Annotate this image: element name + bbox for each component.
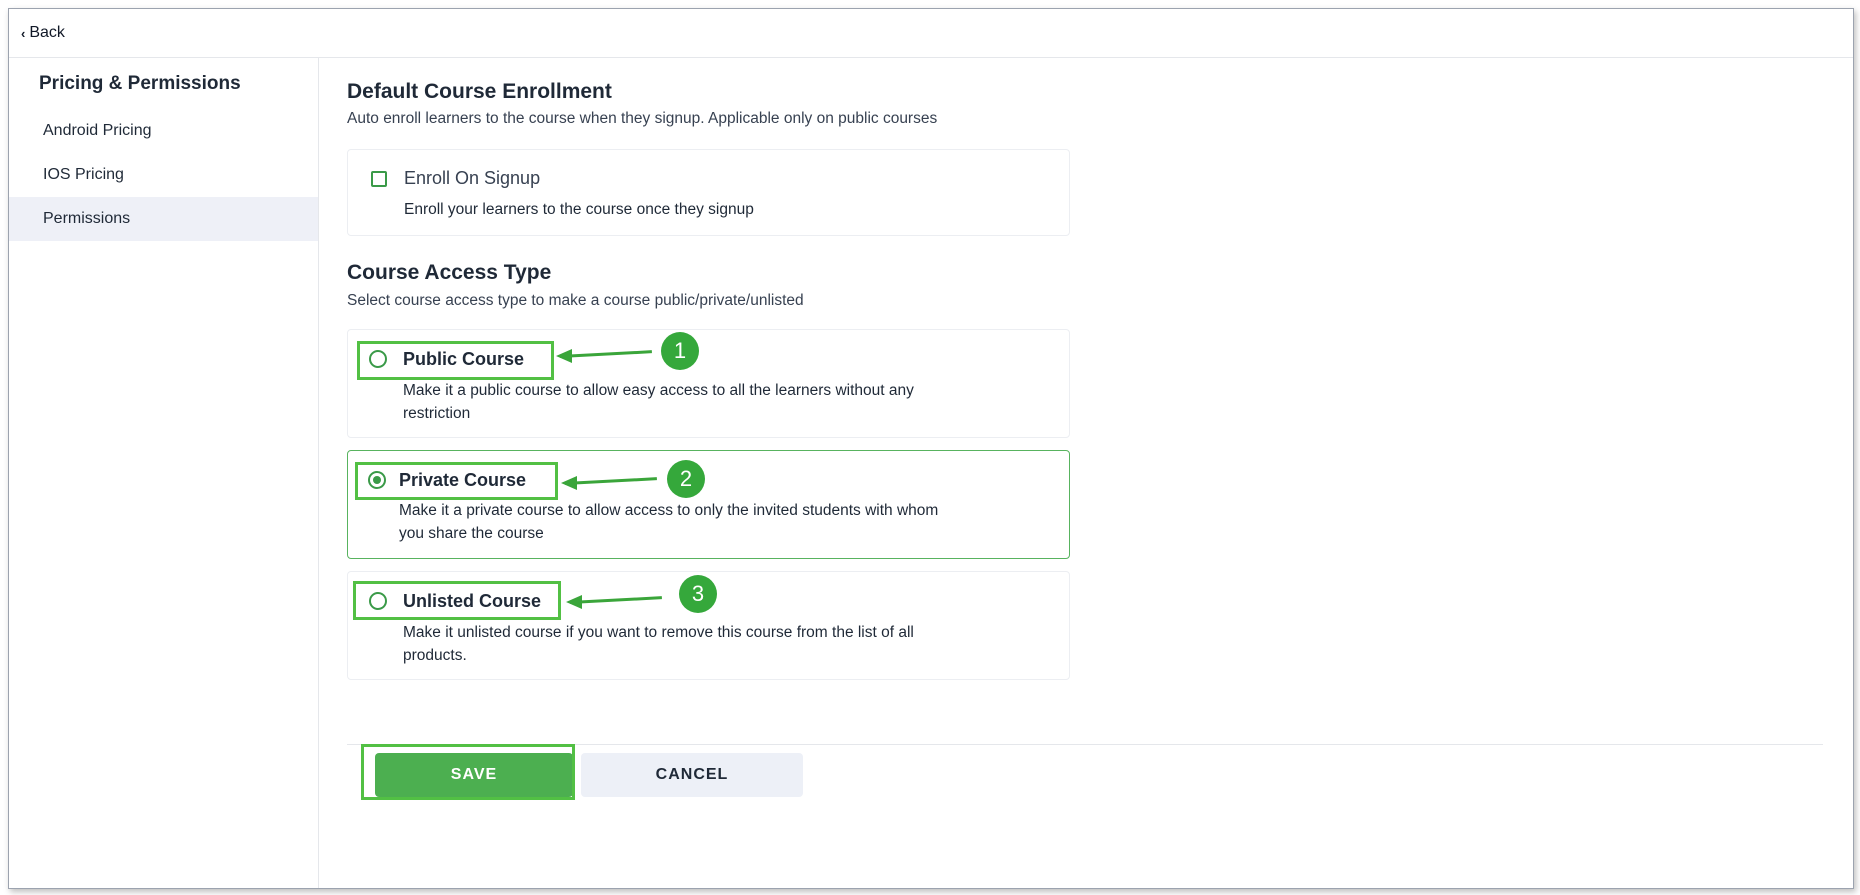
enroll-on-signup-label: Enroll On Signup (404, 168, 541, 188)
sidebar-item-ios-pricing[interactable]: IOS Pricing (43, 166, 124, 183)
callout-badge-3: 3 (679, 575, 717, 613)
private-course-label: Private Course (399, 470, 527, 490)
unlisted-course-description-line2: products. (403, 647, 467, 664)
public-course-label: Public Course (403, 349, 525, 369)
unlisted-course-radio[interactable] (369, 592, 387, 610)
public-course-card: Public Course Make it a public course to… (347, 329, 1070, 438)
enrollment-section-description: Auto enroll learners to the course when … (347, 110, 938, 127)
access-section-description: Select course access type to make a cour… (347, 292, 804, 309)
public-course-description-line2: restriction (403, 405, 471, 422)
public-course-description-line1: Make it a public course to allow easy ac… (403, 382, 914, 399)
access-section-title: Course Access Type (347, 261, 552, 284)
unlisted-course-description-line1: Make it unlisted course if you want to r… (403, 624, 914, 641)
public-course-radio[interactable] (369, 350, 387, 368)
back-label: Back (29, 24, 65, 41)
sidebar-item-android-pricing[interactable]: Android Pricing (43, 122, 152, 139)
save-button[interactable]: SAVE (375, 753, 573, 797)
arrow-left-icon (566, 595, 582, 609)
private-course-radio[interactable] (368, 471, 386, 489)
sidebar-item-permissions[interactable]: Permissions (9, 197, 318, 241)
enroll-on-signup-description: Enroll your learners to the course once … (404, 201, 754, 218)
top-bar: ‹ Back (9, 9, 1853, 58)
sidebar: Pricing & Permissions Android Pricing IO… (9, 58, 319, 888)
arrow-left-icon (556, 349, 572, 363)
radio-selected-dot (373, 476, 381, 484)
private-course-description-line2: you share the course (399, 525, 544, 542)
callout-badge-2: 2 (667, 460, 705, 498)
enroll-on-signup-checkbox[interactable] (371, 171, 387, 187)
private-course-card: Private Course Make it a private course … (347, 450, 1070, 559)
private-course-description-line1: Make it a private course to allow access… (399, 502, 939, 519)
sidebar-heading: Pricing & Permissions (39, 73, 241, 94)
enrollment-section-title: Default Course Enrollment (347, 80, 612, 103)
arrow-left-icon (561, 476, 577, 490)
unlisted-course-label: Unlisted Course (403, 591, 542, 611)
chevron-left-icon: ‹ (21, 25, 26, 41)
callout-badge-1: 1 (661, 332, 699, 370)
footer-divider (347, 744, 1823, 745)
back-link[interactable]: ‹ Back (21, 24, 65, 42)
enroll-on-signup-card: Enroll On Signup Enroll your learners to… (347, 149, 1070, 236)
cancel-button[interactable]: CANCEL (581, 753, 803, 797)
app-window: ‹ Back Pricing & Permissions Android Pri… (8, 8, 1854, 889)
main-content: Default Course Enrollment Auto enroll le… (347, 58, 1853, 888)
